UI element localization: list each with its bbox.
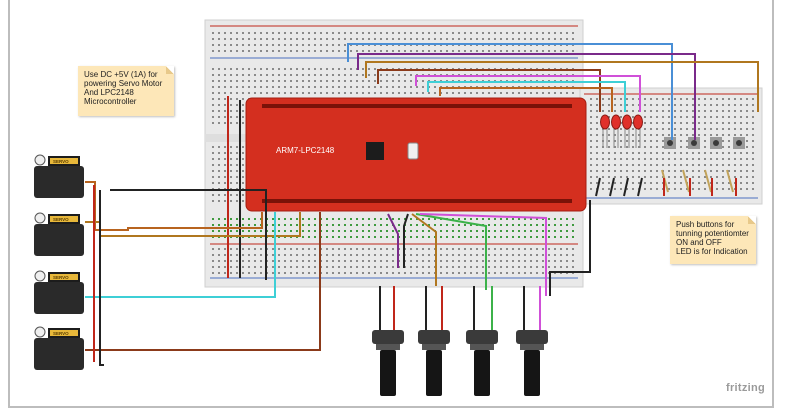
board-label: ARM7-LPC2148 (276, 146, 335, 155)
potentiometer-1 (372, 330, 404, 396)
push-button-3 (710, 137, 722, 149)
power-note: Use DC +5V (1A) for powering Servo Motor… (78, 66, 174, 116)
led-array (600, 114, 643, 148)
potentiometer-2 (418, 330, 450, 396)
push-buttons (664, 137, 745, 149)
svg-text:SERVO: SERVO (53, 159, 69, 164)
potentiometer-4 (516, 330, 548, 396)
buttons-note: Push buttons for tunning potentiomter ON… (670, 216, 756, 264)
led-1 (600, 114, 610, 148)
lpc2148-board: ARM7-LPC2148 (245, 97, 587, 212)
push-button-1 (664, 137, 676, 149)
push-button-4 (733, 137, 745, 149)
fritzing-logo: fritzing (726, 382, 766, 394)
push-button-2 (688, 137, 700, 149)
canvas-frame (8, 0, 774, 408)
potentiometer-3 (466, 330, 498, 396)
led-3 (622, 114, 632, 148)
led-2 (611, 114, 621, 148)
svg-text:SERVO: SERVO (53, 275, 69, 280)
servo-4: SERVO (34, 326, 84, 370)
servo-2: SERVO (34, 212, 84, 256)
servo-1: SERVO (34, 154, 84, 198)
servo-3: SERVO (34, 270, 84, 314)
svg-text:SERVO: SERVO (53, 331, 69, 336)
led-4 (633, 114, 643, 148)
wires (85, 43, 759, 366)
svg-text:SERVO: SERVO (53, 217, 69, 222)
